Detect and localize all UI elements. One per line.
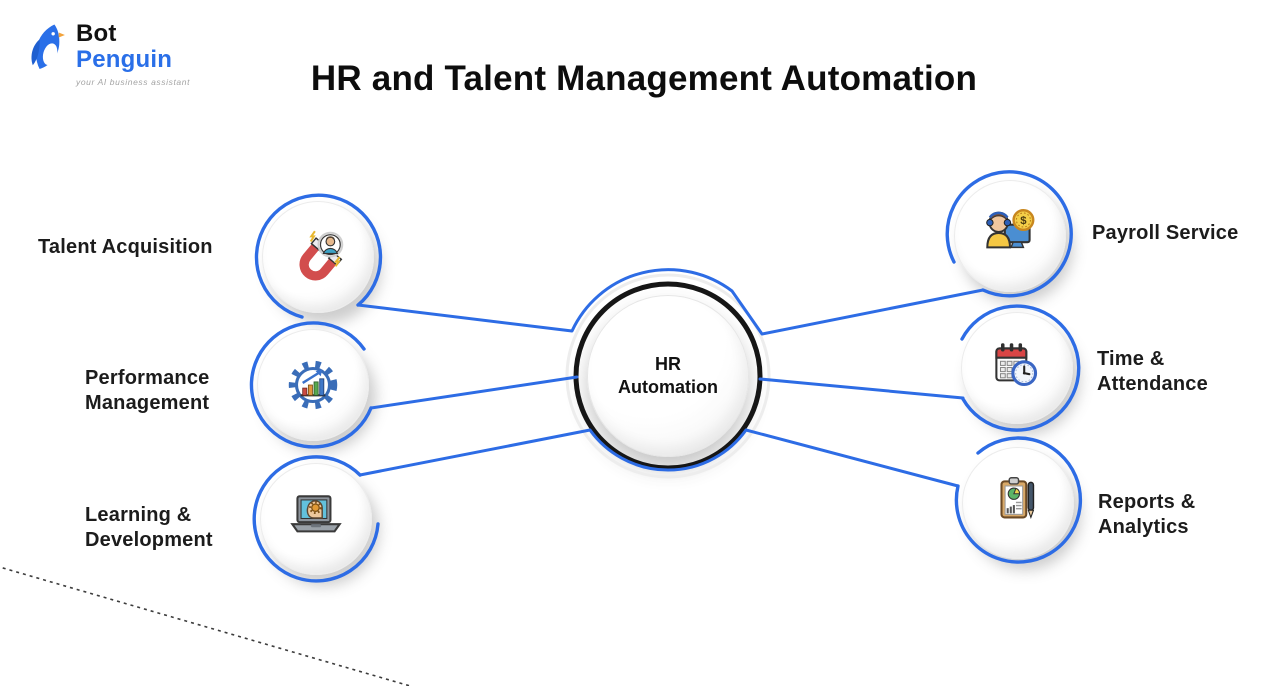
node-learning-development xyxy=(260,463,372,575)
connector-performance xyxy=(369,375,579,410)
label-payroll-service: Payroll Service xyxy=(1092,222,1239,244)
agent-coin-monitor-icon: $ xyxy=(977,203,1043,269)
brand-name-penguin: Penguin xyxy=(76,46,173,73)
center-node-label: HR Automation xyxy=(618,353,718,397)
dotted-diagonal-line xyxy=(0,566,414,686)
label-performance-management: Performance Management xyxy=(85,367,210,414)
dollar-glyph: $ xyxy=(1020,215,1027,227)
node-hr-automation-center: HR Automation xyxy=(587,295,749,457)
page-title: HR and Talent Management Automation xyxy=(310,59,978,99)
label-talent-acquisition: Talent Acquisition xyxy=(38,236,213,258)
label-learning-development: Learning & Development xyxy=(85,504,213,551)
node-reports-analytics xyxy=(962,447,1074,559)
laptop-head-gear-icon xyxy=(283,486,349,552)
brand-name-bot: Bot xyxy=(76,20,117,47)
calendar-clock-icon xyxy=(984,335,1050,401)
magnet-person-icon xyxy=(285,224,351,290)
label-reports-analytics: Reports & Analytics xyxy=(1098,491,1196,538)
clipboard-pie-pen-icon xyxy=(985,470,1051,536)
botpenguin-logo: Bot Penguin your AI business assistant xyxy=(26,22,190,87)
node-payroll-service: $ xyxy=(954,180,1066,292)
node-talent-acquisition xyxy=(262,201,374,313)
penguin-logo-icon xyxy=(26,22,68,79)
label-time-attendance: Time & Attendance xyxy=(1097,348,1208,395)
brand-tagline: your AI business assistant xyxy=(76,77,191,87)
gear-chart-icon xyxy=(280,352,346,418)
connector-time-attendance xyxy=(758,377,965,400)
node-performance-management xyxy=(257,329,369,441)
node-time-attendance xyxy=(961,312,1073,424)
